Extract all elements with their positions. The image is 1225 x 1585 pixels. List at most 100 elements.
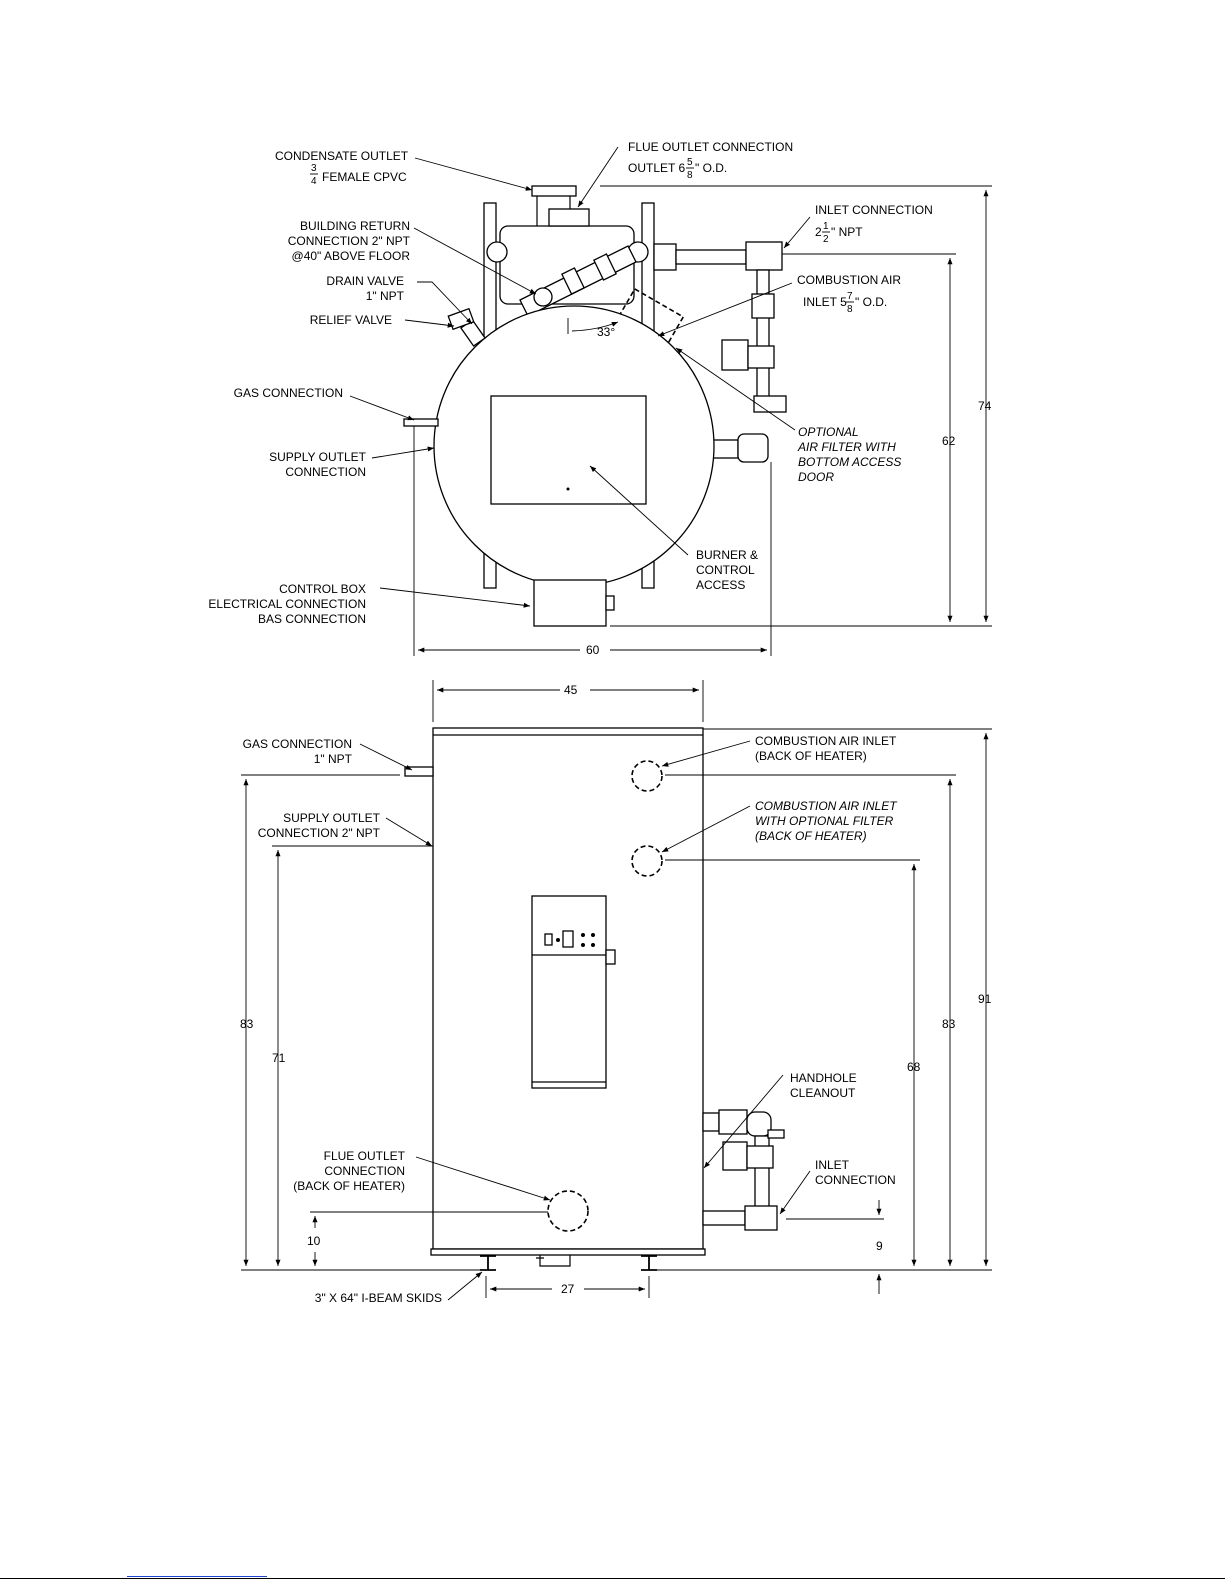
label-optional-filter-3: BOTTOM ACCESS	[798, 455, 901, 469]
cabinet-base	[430, 1248, 706, 1256]
label-building-return-3: @40" ABOVE FLOOR	[292, 249, 411, 263]
footer-link-underline	[127, 1576, 267, 1577]
side-pump-flange	[746, 1145, 774, 1169]
side-inlet-pipe	[702, 1210, 746, 1226]
label-side-flue-2: CONNECTION	[324, 1164, 405, 1178]
label-inlet-npt: " NPT	[831, 225, 863, 239]
flue-outlet-collar	[548, 208, 590, 227]
label-combustion-od: " O.D.	[855, 295, 887, 309]
controller-button-4	[591, 943, 595, 947]
label-inlet-frac-num: 1	[823, 221, 829, 232]
controller-button-3	[581, 943, 585, 947]
leader-relief-valve	[404, 319, 455, 328]
label-flue-frac-den: 8	[687, 170, 693, 181]
dim-91: 91	[978, 992, 992, 1006]
dim-60: 60	[586, 643, 600, 657]
label-side-flue-3: (BACK OF HEATER)	[293, 1179, 405, 1193]
circulator-pump	[721, 339, 749, 371]
label-side-supply-2: CONNECTION 2" NPT	[258, 826, 381, 840]
label-side-gas-2: 1" NPT	[314, 752, 353, 766]
control-box-connector	[605, 595, 615, 611]
side-gas-stub	[404, 766, 434, 777]
leader-side-gas	[359, 743, 413, 771]
return-union	[593, 253, 617, 281]
dim-68: 68	[907, 1060, 921, 1074]
flue-outlet-outline	[547, 1190, 589, 1232]
leader-side-inlet	[779, 1170, 811, 1215]
label-handhole-2: CLEANOUT	[790, 1086, 856, 1100]
skid-left	[480, 1255, 496, 1271]
label-optional-filter-1: OPTIONAL	[798, 425, 859, 439]
controller-switch	[544, 933, 553, 946]
label-skids: 3" X 64" I-BEAM SKIDS	[315, 1291, 442, 1305]
dim-74: 74	[978, 399, 992, 413]
label-inlet-connection: INLET CONNECTION	[815, 203, 933, 217]
label-control-box-3: BAS CONNECTION	[258, 612, 366, 626]
side-view: 45 83 71 10 91 83 68 9 27 GAS CONNECTION…	[240, 680, 992, 1305]
label-side-supply-1: SUPPLY OUTLET	[283, 811, 381, 825]
burner-access-panel	[490, 395, 647, 505]
label-burner-access-2: CONTROL	[696, 563, 755, 577]
leader-optional-filter	[675, 347, 796, 431]
combustion-air-inlet-outline	[631, 760, 663, 792]
leader-side-flue	[415, 1156, 551, 1201]
inlet-pipe-top	[675, 249, 747, 265]
label-control-box-1: CONTROL BOX	[279, 582, 366, 596]
leader-gas	[349, 395, 415, 421]
dim-27: 27	[561, 1282, 575, 1296]
condensate-elbow	[531, 185, 577, 197]
dim-83-right: 83	[942, 1017, 956, 1031]
label-supply-outlet-2: CONNECTION	[285, 465, 366, 479]
label-side-inlet-2: CONNECTION	[815, 1173, 896, 1187]
leader-combustion-air	[657, 282, 793, 337]
leader-handhole	[703, 1074, 784, 1169]
controller-display	[562, 930, 574, 948]
label-handhole-1: HANDHOLE	[790, 1071, 857, 1085]
leader-burner-access	[589, 465, 689, 556]
label-air-filter-3: (BACK OF HEATER)	[755, 829, 867, 843]
label-air-filter-2: WITH OPTIONAL FILTER	[755, 814, 894, 828]
leader-condensate	[414, 157, 533, 191]
drain-connection-bottom	[536, 1255, 571, 1267]
dim-10: 10	[307, 1234, 321, 1248]
controller-connector	[605, 949, 616, 965]
return-valve	[561, 267, 585, 295]
side-pump	[722, 1141, 748, 1171]
pump-flange	[747, 345, 775, 369]
leader-air-filter	[661, 805, 751, 853]
label-condensate-frac-num: 3	[311, 163, 317, 174]
dim-9: 9	[876, 1239, 883, 1253]
label-supply-outlet-1: SUPPLY OUTLET	[269, 450, 367, 464]
leader-control-box	[379, 587, 531, 608]
label-combustion-frac-den: 8	[847, 304, 853, 315]
return-fitting	[533, 287, 553, 307]
gas-connection-stub	[403, 418, 439, 427]
controller-indicator	[556, 938, 560, 942]
leader-supply	[371, 446, 435, 459]
label-control-box-2: ELECTRICAL CONNECTION	[208, 597, 366, 611]
inlet-tee	[745, 241, 783, 271]
dim-62: 62	[942, 434, 956, 448]
label-side-inlet-1: INLET	[815, 1158, 850, 1172]
side-inlet-tee	[744, 1205, 778, 1231]
dim-45: 45	[564, 683, 578, 697]
front-view: 33° 74 62 60 CONDENSATE OUTLET 3 4 FEMAL…	[208, 140, 992, 657]
controller-button-1	[581, 933, 585, 937]
leader-skids	[447, 1271, 483, 1301]
label-burner-access-1: BURNER &	[696, 548, 758, 562]
controller-cabinet	[531, 895, 607, 1089]
label-condensate-frac-den: 4	[311, 176, 317, 187]
leader-air-inlet	[661, 740, 751, 767]
side-valve-handle	[767, 1129, 785, 1139]
leader-building-return	[413, 227, 537, 295]
label-flue-od: " O.D.	[695, 161, 727, 175]
dim-83-left: 83	[240, 1017, 254, 1031]
label-flue-outlet: FLUE OUTLET CONNECTION	[628, 140, 793, 154]
control-box	[533, 579, 607, 627]
label-optional-filter-4: DOOR	[798, 470, 834, 484]
label-optional-filter-2: AIR FILTER WITH	[797, 440, 896, 454]
skid-right	[641, 1255, 657, 1271]
leader-flue	[577, 146, 619, 208]
header-end-cap-left	[486, 241, 508, 263]
